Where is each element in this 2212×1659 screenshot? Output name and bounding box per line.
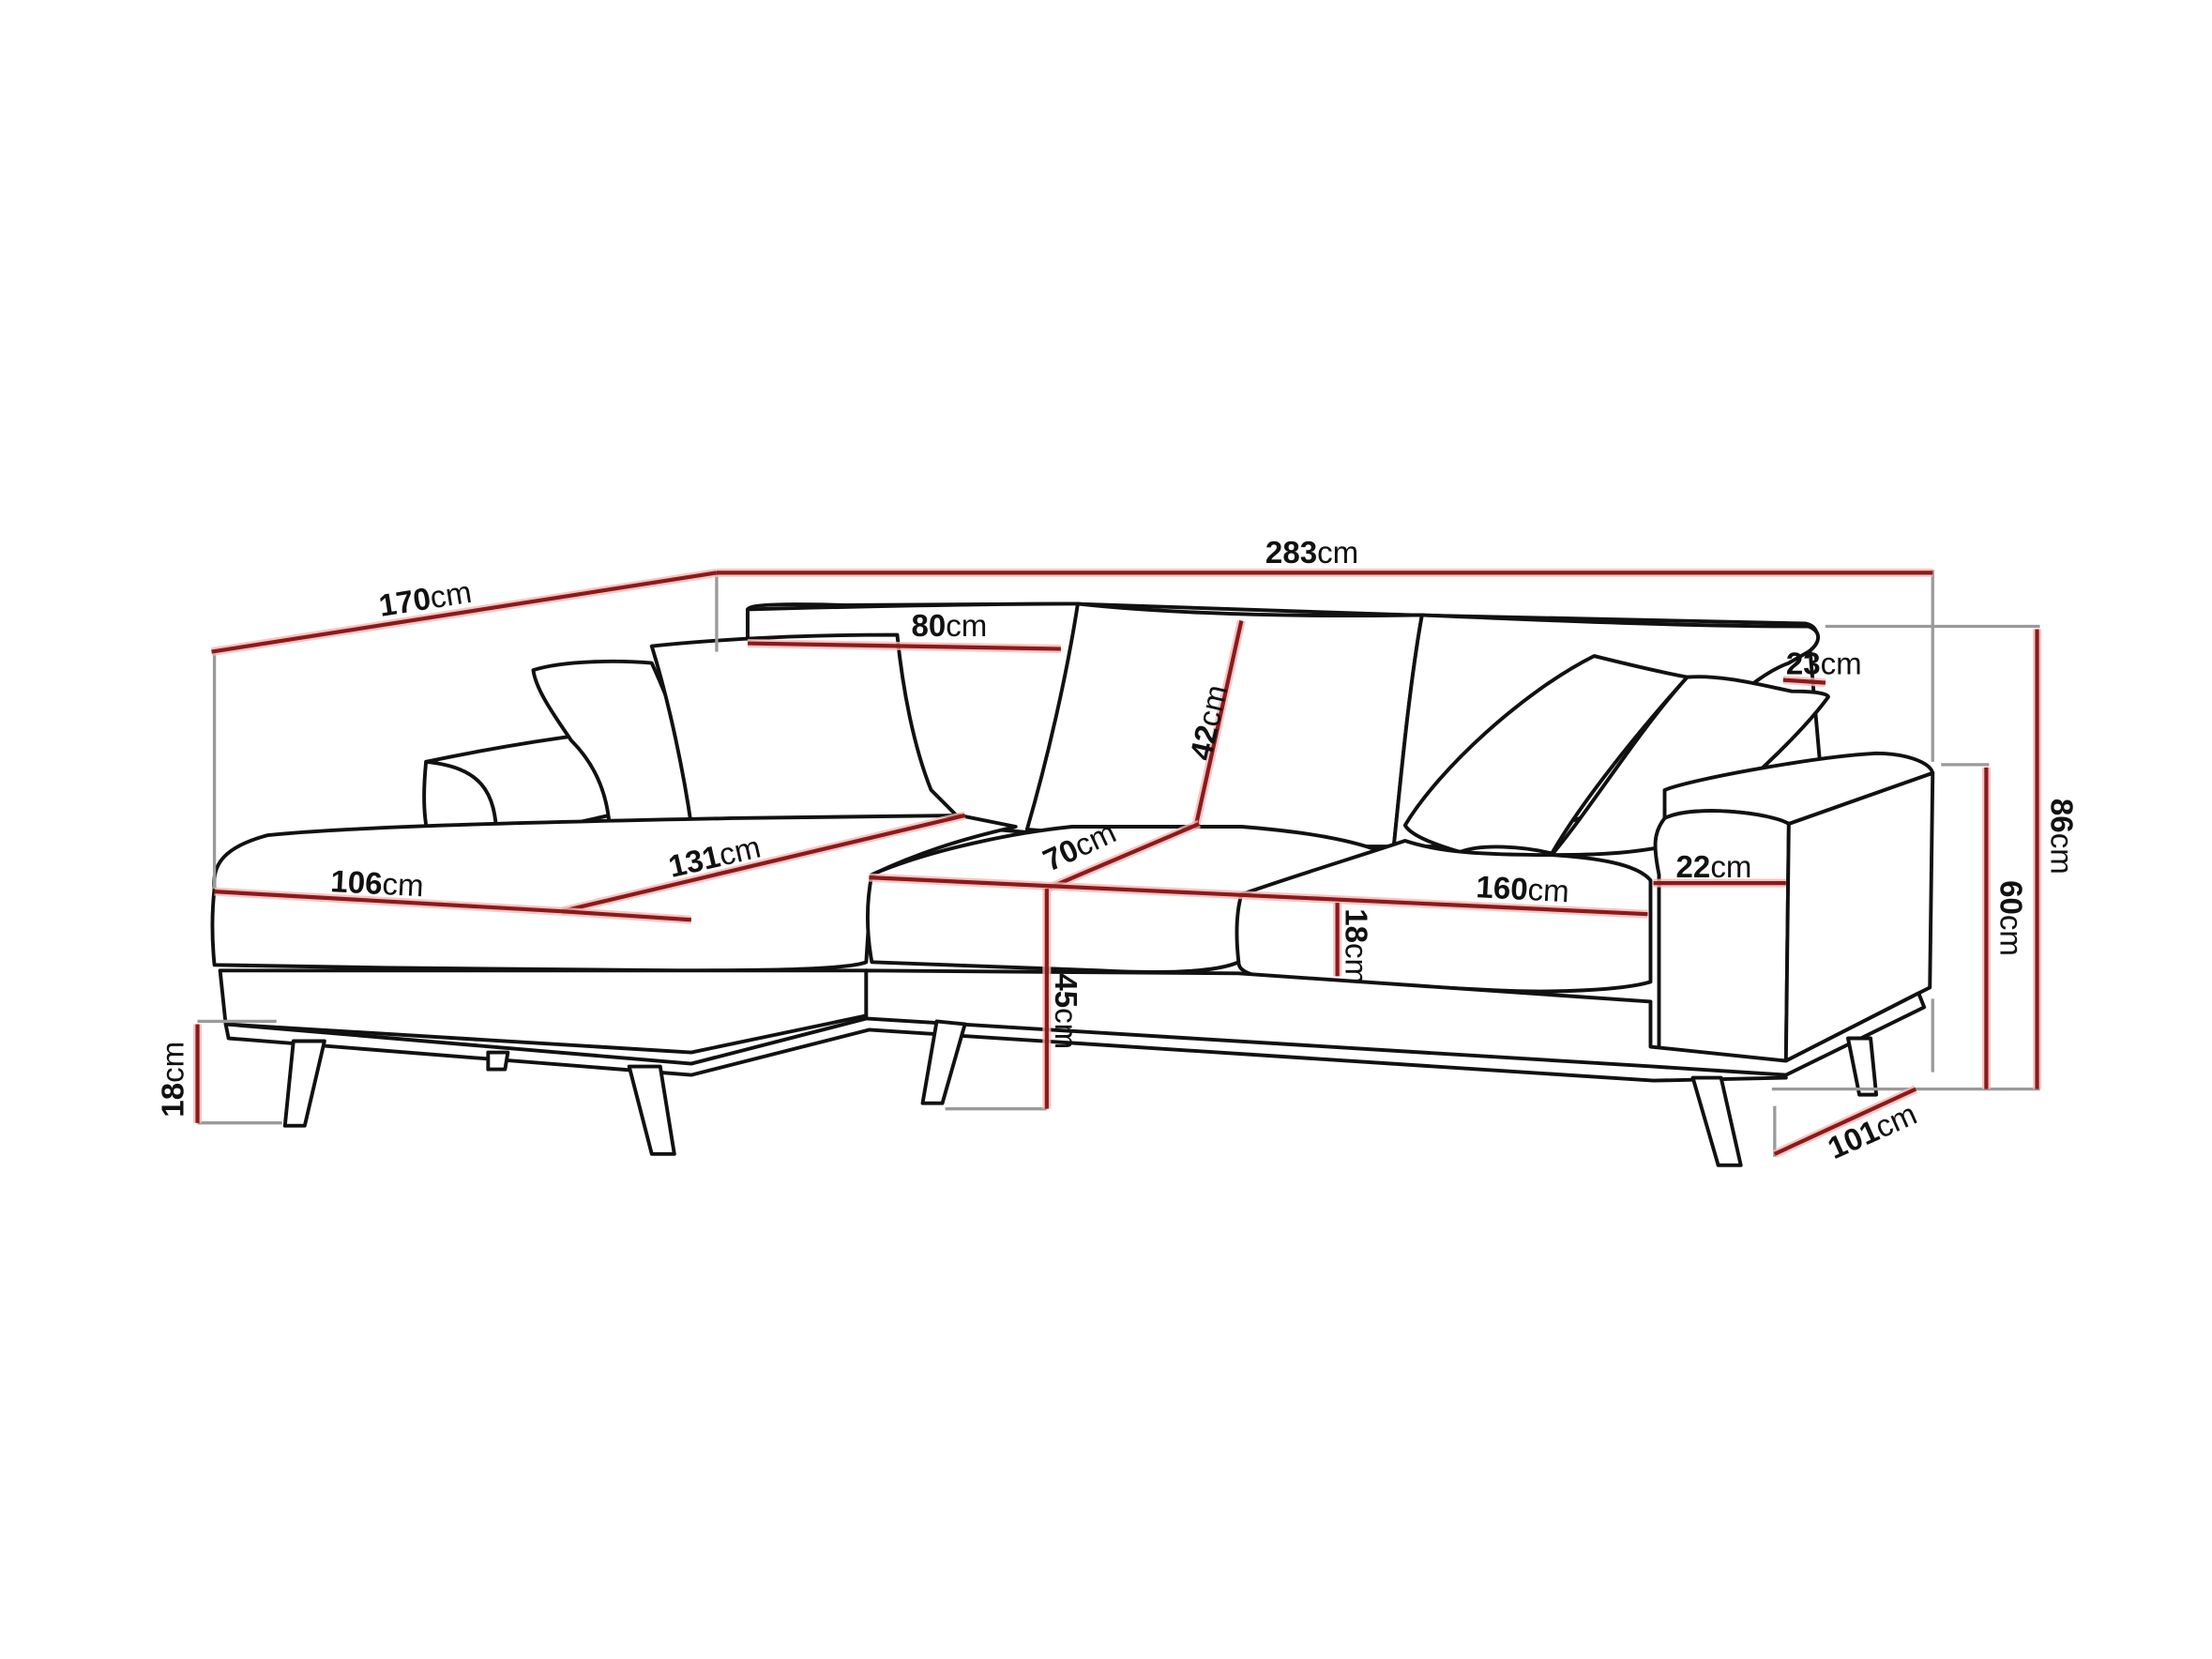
- dim-line-80: [747, 641, 1061, 651]
- leg-back-left: [486, 1050, 510, 1072]
- dim-line-160: [869, 875, 1648, 917]
- leg-front-left: [282, 1039, 326, 1128]
- label-80: 80cm: [911, 609, 987, 644]
- dim-line-70: [1046, 822, 1201, 891]
- label-45: 45cm: [1048, 973, 1083, 1049]
- label-160: 160cm: [1476, 870, 1570, 909]
- throw-pillow-left-front: [649, 632, 962, 828]
- dim-line-101: [1773, 1087, 1917, 1156]
- label-60: 60cm: [1992, 880, 2027, 956]
- sofa-outline: [210, 601, 1935, 1167]
- label-283: 283cm: [1265, 536, 1358, 571]
- label-18-leg: 18cm: [156, 1042, 190, 1118]
- label-106: 106cm: [329, 864, 424, 904]
- dim-line-131: [561, 813, 966, 914]
- dimension-lines: [193, 568, 2042, 1158]
- leg-middle: [920, 1019, 967, 1105]
- leg-chaise-front: [627, 1064, 676, 1156]
- dim-line-23: [1782, 677, 1826, 685]
- base-bottom-edge: [223, 1016, 1788, 1083]
- dim-line-42: [1194, 620, 1244, 825]
- chaise-base: [218, 968, 869, 1055]
- label-22: 22cm: [1676, 850, 1752, 885]
- leg-back-right: [1846, 1036, 1879, 1097]
- label-18-cushion: 18cm: [1339, 908, 1373, 984]
- label-23: 23cm: [1786, 647, 1862, 682]
- dim-line-106: [214, 890, 562, 914]
- armrest-right-side: [1783, 770, 1935, 1063]
- leg-front-right: [1690, 1075, 1743, 1167]
- dim-line-170: [211, 571, 718, 654]
- label-86: 86cm: [2044, 799, 2079, 875]
- armrest-right-front: [1653, 809, 1791, 1063]
- label-170: 170cm: [376, 575, 474, 624]
- main-base: [864, 968, 1927, 1077]
- extension-lines: [197, 570, 2040, 1157]
